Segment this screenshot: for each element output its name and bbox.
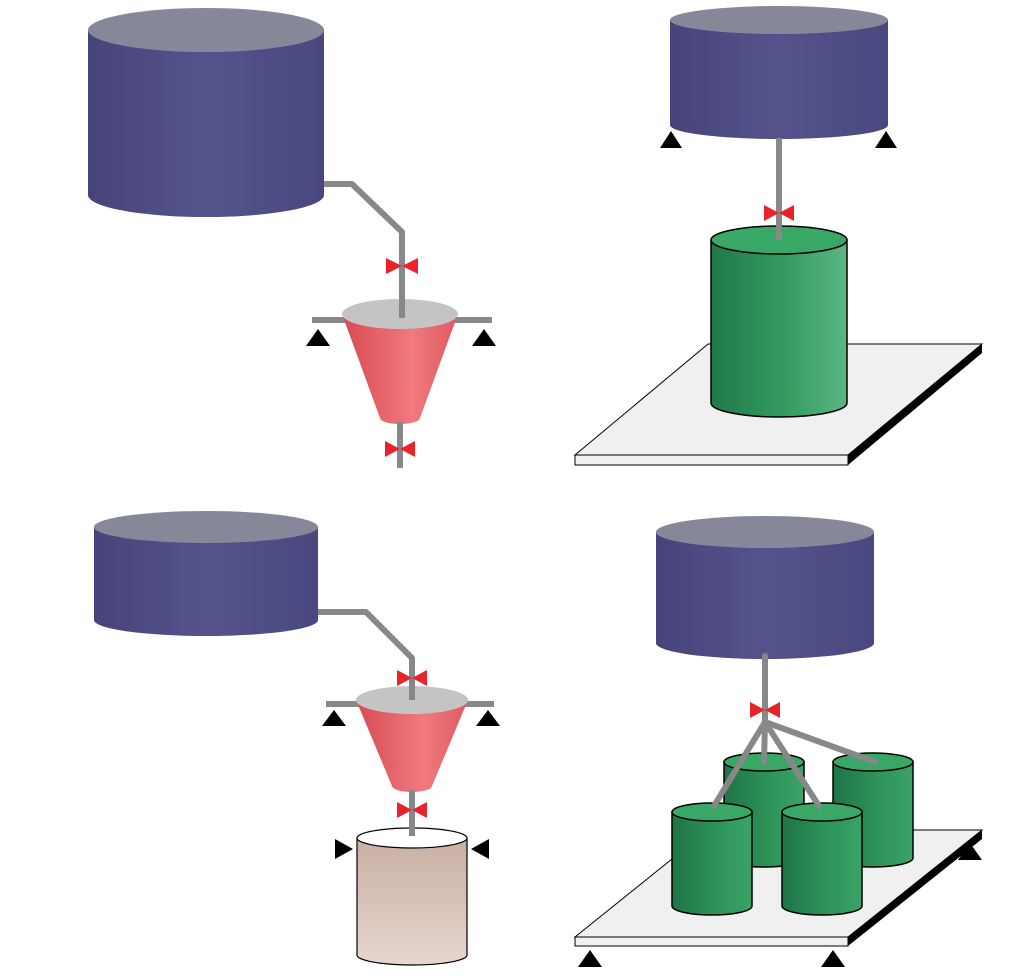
storage-tank-icon xyxy=(94,511,318,636)
green-vessel-icon xyxy=(781,802,863,916)
triangle-support-icon xyxy=(335,839,353,859)
bowtie-valve-icon xyxy=(397,670,427,686)
triangle-support-icon xyxy=(471,839,489,859)
pipe xyxy=(324,181,405,316)
triangle-support-icon xyxy=(578,950,602,967)
pipe-manifold xyxy=(711,653,878,809)
triangle-support-icon xyxy=(306,329,330,346)
scene-tank-to-green-vessel xyxy=(573,6,984,466)
pipe xyxy=(318,609,415,700)
storage-tank-icon xyxy=(670,6,888,139)
triangle-support-icon xyxy=(875,131,897,148)
storage-tank-icon xyxy=(656,516,874,659)
green-vessel-icon xyxy=(671,802,753,916)
storage-tank-icon xyxy=(88,8,324,217)
bowtie-valve-icon xyxy=(386,258,418,274)
receiver-vessel-icon xyxy=(356,827,468,966)
cone-hopper-icon xyxy=(356,686,468,792)
scene-tank-hopper-receiver xyxy=(94,511,500,966)
triangle-support-icon xyxy=(322,710,346,726)
bowtie-valve-icon xyxy=(397,802,427,818)
triangle-support-icon xyxy=(476,710,500,726)
bowtie-valve-icon xyxy=(750,702,780,718)
bowtie-valve-icon xyxy=(764,205,794,221)
scene-tank-to-hopper xyxy=(88,8,496,468)
triangle-support-icon xyxy=(821,950,845,967)
triangle-support-icon xyxy=(958,843,982,860)
green-vessel-icon xyxy=(710,225,848,418)
triangle-support-icon xyxy=(660,131,682,148)
bowtie-valve-icon xyxy=(385,441,415,457)
triangle-support-icon xyxy=(472,329,496,346)
scene-tank-to-four-vessels xyxy=(573,516,984,967)
